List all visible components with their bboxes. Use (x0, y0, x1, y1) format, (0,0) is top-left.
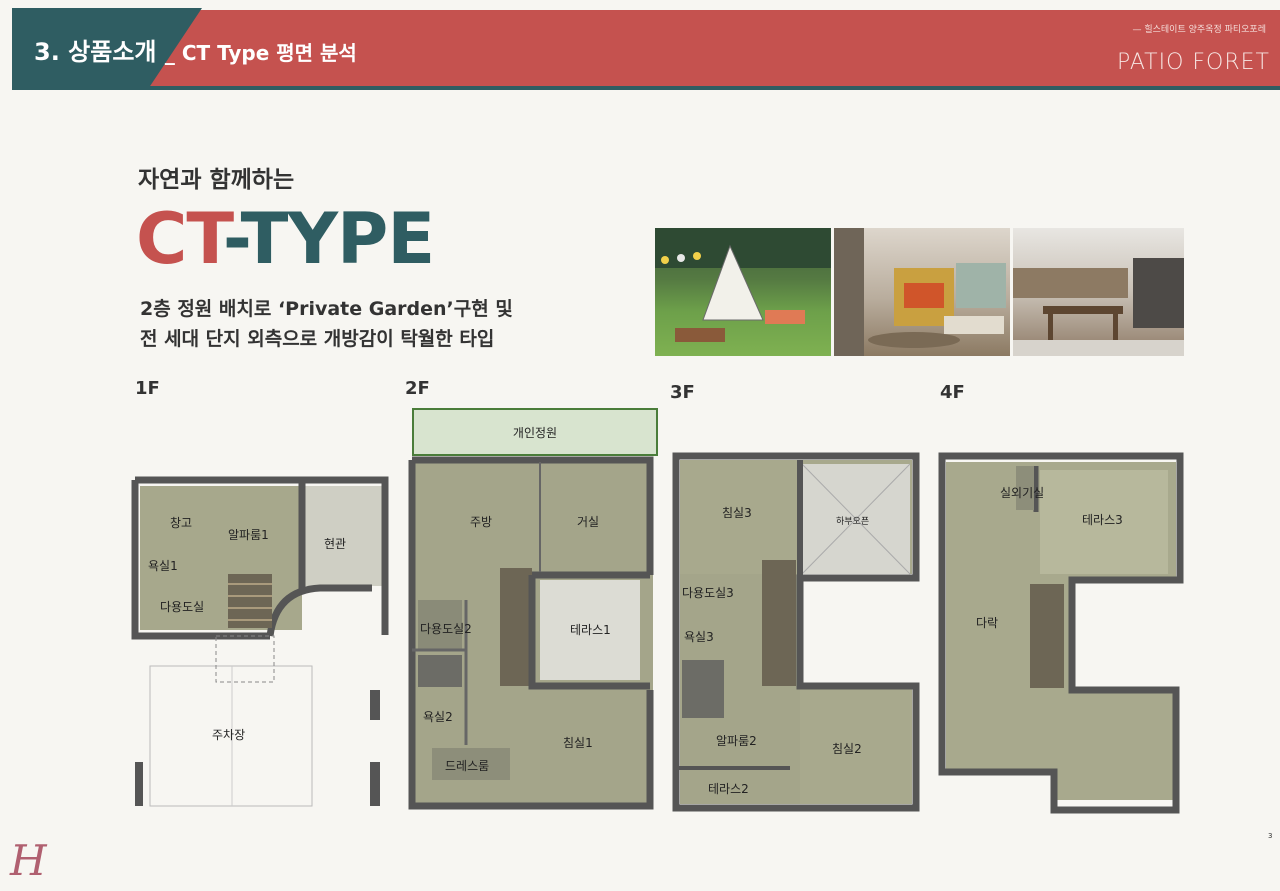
floor-2-label: 2F (405, 378, 430, 399)
parking-area: 주차장 (212, 728, 246, 742)
header-underline (12, 86, 1280, 90)
floor-2-plan (408, 456, 654, 810)
room-open-below: 하부오픈 (836, 517, 870, 527)
room-bath-2: 욕실2 (423, 710, 453, 724)
kitchen-photo (1013, 228, 1184, 356)
room-bath-1: 욕실1 (148, 559, 178, 573)
floor-3-plan (672, 452, 920, 812)
room-storage: 창고 (170, 516, 193, 530)
company-logo: H (10, 836, 47, 885)
room-bath-3: 욕실3 (684, 630, 714, 644)
floor-1-plan (131, 476, 389, 807)
section-title: 3. 상품소개 (34, 38, 157, 66)
page-title: 3. 상품소개 _ CT Type 평면 분석 (34, 32, 357, 67)
room-kitchen: 주방 (470, 515, 493, 529)
garden-photo (655, 228, 831, 356)
room-alpha-1: 알파룸1 (228, 528, 269, 542)
description-line-1: 2층 정원 배치로 ‘Private Garden’구현 및 (140, 298, 513, 320)
floor-1-label: 1F (135, 378, 160, 399)
brand-caption: — 힐스테이트 양주옥정 파티오포레 (1132, 25, 1266, 35)
room-utility-1: 다용도실 (160, 600, 205, 614)
room-utility-2: 다용도실2 (420, 622, 472, 636)
type-heading-part1: CT (136, 198, 224, 280)
room-bedroom-3: 침실3 (722, 506, 752, 520)
room-bedroom-2: 침실2 (832, 742, 862, 756)
room-terrace-3: 테라스3 (1082, 513, 1123, 527)
type-heading-part2: -TYPE (222, 198, 435, 280)
header-banner (110, 10, 1280, 86)
brand-logo: PATIO FORET (1116, 50, 1270, 75)
room-alpha-2: 알파룸2 (716, 734, 757, 748)
room-attic: 다락 (976, 616, 999, 630)
type-description: 2층 정원 배치로 ‘Private Garden’구현 및 전 세대 단지 외… (140, 294, 513, 354)
floor-3-label: 3F (670, 382, 695, 403)
room-entrance: 현관 (324, 537, 347, 551)
living-room-photo (834, 228, 1010, 356)
floor-4-label: 4F (940, 382, 965, 403)
page-number: 3 (1268, 832, 1273, 840)
private-garden-label: 개인정원 (512, 425, 558, 440)
type-heading: CT-TYPE (136, 198, 435, 280)
room-bedroom-1: 침실1 (563, 736, 593, 750)
room-utility-3: 다용도실3 (682, 586, 734, 600)
room-outdoor-unit: 실외기실 (1000, 486, 1045, 500)
floor-4-plan (938, 452, 1184, 814)
room-terrace-1: 테라스1 (570, 623, 611, 637)
room-living: 거실 (577, 515, 600, 529)
room-dressroom: 드레스룸 (445, 759, 490, 773)
section-subtitle: _ CT Type 평면 분석 (164, 41, 357, 65)
private-garden: 개인정원 (412, 408, 658, 456)
tagline: 자연과 함께하는 (138, 167, 295, 193)
description-line-2: 전 세대 단지 외측으로 개방감이 탁월한 타입 (140, 328, 495, 350)
room-terrace-2: 테라스2 (708, 782, 749, 796)
